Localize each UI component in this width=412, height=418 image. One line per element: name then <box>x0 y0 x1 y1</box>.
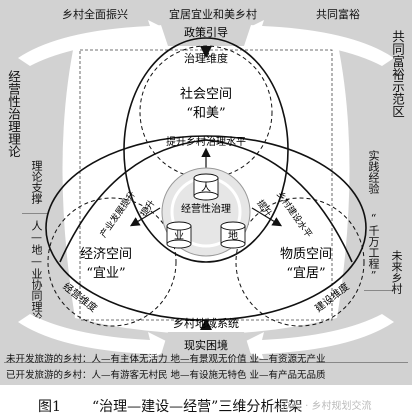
governance-ellipse <box>123 37 289 263</box>
watermark-text: 公众号 · 乡村规划交流 <box>272 401 372 412</box>
economic-space-label: 经济空间 <box>80 247 132 262</box>
top-label-rural-revitalization: 乡村全面振兴 <box>62 8 128 21</box>
reality-banner <box>160 332 252 358</box>
policy-guide-label: 政策引导 <box>184 25 228 39</box>
caption-title: “治理—建设—经营”三维分析框架 <box>92 399 303 415</box>
right-inner-project: “千万工程” <box>367 212 380 282</box>
cylinder-di-label: 地 <box>228 229 238 242</box>
top-label-common-prosperity: 共同富裕 <box>316 8 360 21</box>
social-space-label: 社会空间 <box>180 86 232 102</box>
physical-space-quote: “宜居” <box>286 266 325 281</box>
left-inner-support: 理论支撑 <box>30 160 43 204</box>
circle-social <box>139 45 273 179</box>
arrow-to-economic <box>129 207 161 227</box>
cylinder-di <box>220 221 246 249</box>
cylinder-ren <box>193 173 219 201</box>
economic-space-quote: “宜业” <box>86 266 125 281</box>
arc-connector <box>59 139 353 263</box>
caption-figure-number: 图1 <box>38 399 61 415</box>
reality-arrow-up <box>200 318 212 330</box>
left-divider <box>22 213 48 214</box>
cylinder-ye-label: 业 <box>174 230 184 242</box>
arrow-top-right <box>236 20 394 66</box>
bottom-row-undeveloped: 未开发旅游的乡村：人—有主体无活力 地—有景观无价值 业—有资源无产业 <box>6 354 326 365</box>
right-divider <box>364 290 394 291</box>
framework-diagram: 政策引导 现实困境 治理维度 社会空间 “和美” 提升乡村治理水平 经济空间 “… <box>18 20 394 360</box>
system-ellipse <box>45 135 367 321</box>
left-inner-synergy: 人—地—业协同理论 <box>30 220 43 323</box>
left-outer-theory: 经营性治理理论 <box>6 70 21 158</box>
reality-label: 现实困境 <box>184 338 228 352</box>
bottom-row-developed: 已开发旅游的乡村：人—有游客无村民 地—有设施无特色 业—有产品无品质 <box>6 370 326 381</box>
top-dimension-label: 治理维度 <box>184 51 228 65</box>
cylinder-ye <box>166 221 192 249</box>
policy-banner <box>160 22 252 46</box>
physical-space-label: 物质空间 <box>280 247 332 262</box>
circle-economic <box>47 197 177 327</box>
social-space-quote: “和美” <box>186 106 225 121</box>
arrow-bottom-left <box>18 314 176 360</box>
arrow-to-physical <box>251 207 283 227</box>
rural-system-label: 乡村地域系统 <box>173 316 239 330</box>
arrow-top-label: 提升乡村治理水平 <box>166 135 246 148</box>
circle-physical <box>235 197 365 327</box>
right-future-village: 未来乡村 <box>390 250 403 294</box>
dashed-boundary <box>79 49 333 321</box>
right-outer-demo-zone: 共同富裕示范区 <box>390 30 405 118</box>
bottom-divider <box>4 362 408 363</box>
arrow-top-left <box>18 20 176 66</box>
arrow-bottom-right <box>236 314 394 360</box>
right-inner-experience: 实践经验 <box>367 150 380 194</box>
cylinder-ren-label: 人 <box>201 182 211 194</box>
policy-arrow-down <box>200 46 212 58</box>
top-label-livable-village: 宜居宜业和美乡村 <box>169 8 257 21</box>
core-label: 经营性治理 <box>181 202 231 215</box>
